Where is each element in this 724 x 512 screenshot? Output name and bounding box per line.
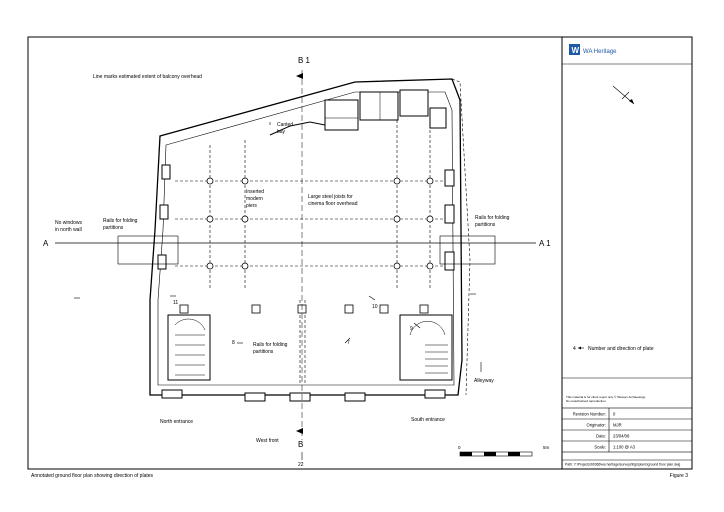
originator-label: Originator: xyxy=(586,423,606,428)
rear-room-2 xyxy=(359,91,399,121)
scale-label: Scale: xyxy=(594,445,606,450)
inserted-piers-line-1: Inserted xyxy=(246,189,264,195)
revision-value: 0 xyxy=(613,412,616,417)
disclaimer-line-2: No unauthorised reproduction. xyxy=(566,399,607,403)
file-path: Path: Y:\Projects\69366\wa heritage\surv… xyxy=(565,463,680,467)
plate-number: 10 xyxy=(372,304,378,310)
rails-centre-line-1: Rails for folding xyxy=(253,342,288,348)
canted-bay-line-1: Canted xyxy=(277,122,293,128)
south-staircase xyxy=(399,314,453,381)
steel-joists-line-1: Large steel joists for xyxy=(308,194,353,200)
rails-centre-line-2: partitions xyxy=(253,349,274,355)
north-arrow-icon xyxy=(612,85,635,105)
plate-number: 11 xyxy=(173,300,178,306)
scale-zero: 0 xyxy=(458,445,461,450)
alley-edge-dashed xyxy=(451,78,471,396)
logo-mark-icon xyxy=(569,44,580,55)
section-b1-arrow-icon xyxy=(296,73,303,79)
originator-value: MJR xyxy=(613,423,622,428)
rails-right-line-2: partitions xyxy=(475,222,496,228)
revision-label: Revision Number: xyxy=(573,412,606,417)
section-b1-label: B 1 xyxy=(298,56,311,65)
side-wall-piers xyxy=(157,164,455,271)
logo-text: WA Heritage xyxy=(583,49,617,55)
west-front-label: West front xyxy=(256,438,279,444)
floor-plan xyxy=(55,70,536,460)
figure-caption: Annotated ground floor plan showing dire… xyxy=(31,473,154,479)
section-b-label: B xyxy=(298,440,303,449)
figure-number: Figure 3 xyxy=(670,473,689,479)
rails-right-line-1: Rails for folding xyxy=(475,215,510,221)
plate-22-label: 22 xyxy=(298,462,304,468)
svg-text:4: 4 xyxy=(573,346,576,352)
rails-left-line-1: Rails for folding xyxy=(103,218,138,224)
section-a1-label: A 1 xyxy=(539,239,551,248)
plate-key-label: Number and direction of plate xyxy=(588,346,654,352)
north-entrance-label: North entrance xyxy=(160,419,193,425)
plate-number: 7 xyxy=(347,340,350,346)
scale-value: 1:100 @ A3 xyxy=(613,445,636,450)
wa-heritage-logo: W WA Heritage xyxy=(569,44,617,55)
alleyway-label: Alleyway xyxy=(474,378,494,384)
rails-left-line-2: partitions xyxy=(103,225,124,231)
square-piers xyxy=(179,304,429,314)
canted-bay-line-2: bay xyxy=(277,129,286,135)
canted-bay-wall xyxy=(269,121,326,136)
plate-direction-arrows xyxy=(74,293,482,460)
plate-number: 8 xyxy=(232,340,235,346)
revision-table: Revision Number: 0 Originator: MJR Date:… xyxy=(561,407,693,453)
inserted-piers-line-2: modern xyxy=(246,196,263,202)
no-windows-line-2: in north wall xyxy=(55,227,82,233)
right-rails-box xyxy=(439,235,496,265)
section-a-label: A xyxy=(43,239,49,248)
svg-text:W: W xyxy=(572,46,580,55)
inserted-piers-line-3: piers xyxy=(246,203,257,209)
section-b-arrow-icon xyxy=(296,428,303,434)
left-rails-box xyxy=(117,235,179,265)
balcony-note: Line marks estimated extent of balcony o… xyxy=(93,74,202,80)
scale-five: 5m xyxy=(543,445,550,450)
south-entrance-label: South entrance xyxy=(411,417,445,423)
rear-room-3 xyxy=(399,89,429,117)
date-label: Date: xyxy=(596,434,606,439)
date-value: 23/04/08 xyxy=(613,434,630,439)
rear-room-1 xyxy=(324,99,359,131)
no-windows-line-1: No windows xyxy=(55,220,82,226)
north-staircase xyxy=(167,314,211,381)
inserted-piers xyxy=(206,177,434,270)
west-front-windows xyxy=(161,389,446,402)
disclaimer-line-1: This material is for client report only … xyxy=(566,395,646,399)
plate-number: 9 xyxy=(410,326,413,332)
scale-bar xyxy=(459,451,533,457)
steel-joists-line-2: cinema floor overhead xyxy=(308,201,358,207)
plate-key-legend: 4 Number and direction of plate xyxy=(573,346,654,352)
outer-wall xyxy=(149,78,463,396)
